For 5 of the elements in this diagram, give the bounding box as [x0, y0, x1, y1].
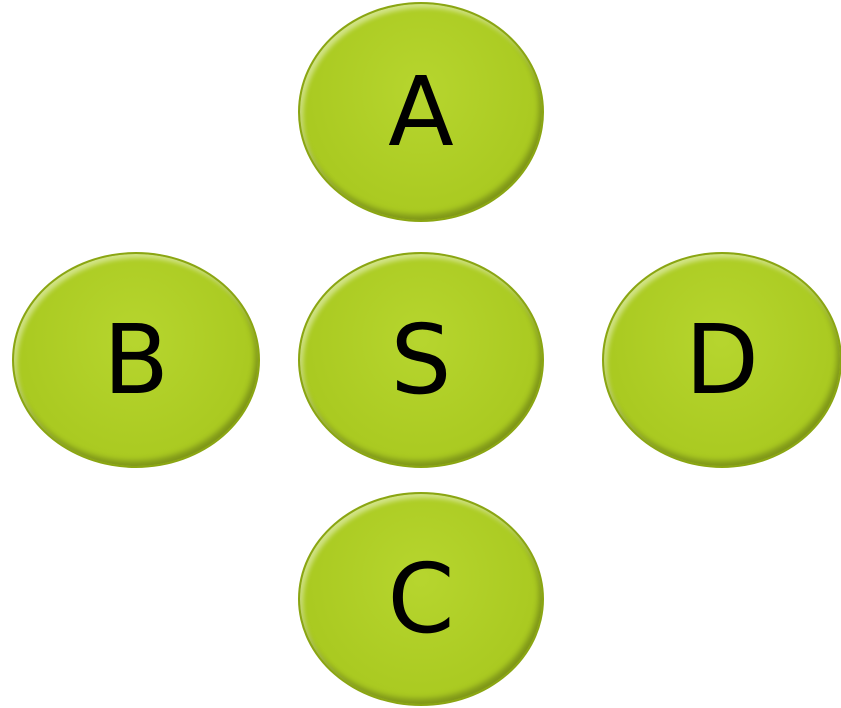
node-letter: C — [387, 551, 455, 647]
node-letter: D — [685, 312, 759, 408]
node-letter: S — [390, 312, 452, 408]
node-letter: B — [103, 312, 169, 408]
node-letter: A — [388, 64, 454, 160]
